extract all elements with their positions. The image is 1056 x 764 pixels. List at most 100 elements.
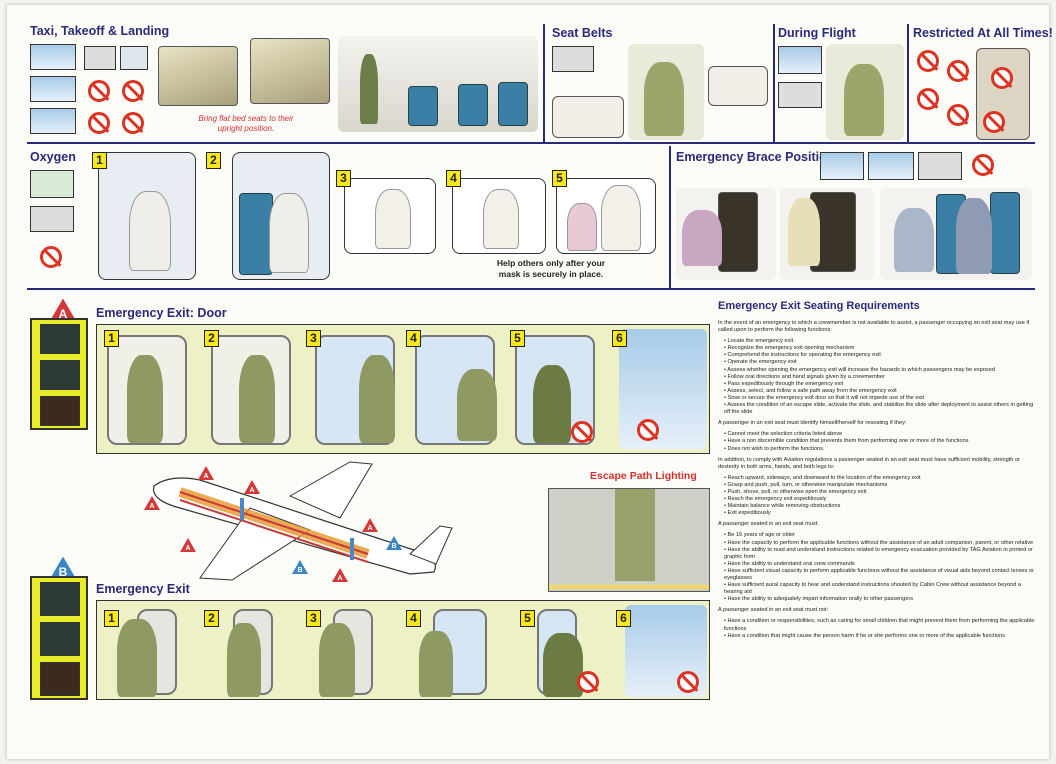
- svg-text:B: B: [297, 567, 302, 574]
- brace-position-1-illustration: [676, 188, 776, 280]
- oxygen-step-3-illustration: [344, 178, 436, 254]
- upright-seat-illustration: [250, 38, 330, 104]
- flat-bed-seat-illustration: [158, 46, 238, 106]
- no-device-icon: [917, 88, 939, 110]
- seatbelt-icon: [30, 206, 74, 232]
- requirement-item: Have sufficient aural capacity to hear a…: [724, 582, 1036, 596]
- step-badge: 3: [306, 330, 321, 347]
- must-list: Be 16 years of age or olderHave the capa…: [724, 532, 1036, 603]
- requirement-item: Reach upward, sideways, and downward to …: [724, 475, 1036, 482]
- requirement-item: Push, shove, pull, or otherwise open the…: [724, 489, 1036, 496]
- svg-text:A: A: [203, 473, 208, 480]
- step-badge: 1: [104, 610, 119, 627]
- svg-text:A: A: [185, 545, 190, 552]
- divider: [27, 288, 1035, 290]
- identify-list: Cannot meet the selection criteria liste…: [724, 431, 1036, 452]
- reading-passenger-illustration: [826, 44, 904, 140]
- svg-text:A: A: [367, 525, 372, 532]
- exit-door-steps-panel: [96, 324, 710, 454]
- section-title-taxi: Taxi, Takeoff & Landing: [30, 24, 170, 38]
- requirement-item: Follow oral directions and hand signals …: [724, 374, 1036, 381]
- requirement-item: Exit expeditiously: [724, 510, 1036, 517]
- no-electronics-icon: [88, 80, 110, 102]
- oxygen-step-1-illustration: [98, 152, 196, 280]
- divider: [669, 146, 671, 288]
- requirement-item: Have a condition that might cause the pe…: [724, 633, 1036, 640]
- requirements-intro: In the event of an emergency in which a …: [718, 320, 1030, 334]
- seatbelt-icon: [552, 46, 594, 72]
- seatbelt-icon: [778, 82, 822, 108]
- requirements-title: Emergency Exit Seating Requirements: [718, 300, 920, 312]
- section-title-brace: Emergency Brace Positions: [676, 150, 842, 164]
- step-badge: 2: [204, 330, 219, 347]
- mustnot-list: Have a condition or responsibilities, su…: [724, 618, 1036, 639]
- brace-position-3-illustration: [880, 188, 1032, 280]
- oxygen-step-4-illustration: [452, 178, 546, 254]
- requirement-item: Does not wish to perform the functions.: [724, 446, 1036, 453]
- svg-text:A: A: [249, 487, 254, 494]
- requirement-item: Comprehend the instructions for operatin…: [724, 352, 1036, 359]
- section-title-during-flight: During Flight: [778, 26, 856, 40]
- svg-text:A: A: [337, 575, 342, 582]
- seated-passenger-illustration: [628, 44, 704, 140]
- section-title-escape-lighting: Escape Path Lighting: [590, 470, 697, 482]
- mustnot-intro: A passenger seated in an exit seat must …: [718, 607, 829, 614]
- descent-icon: [820, 152, 864, 180]
- in-flight-icon: [778, 46, 822, 74]
- requirement-item: Have a non discernible condition that pr…: [724, 438, 1036, 445]
- must-intro: A passenger seated in an exit seat must:: [718, 521, 819, 528]
- no-heels-icon: [972, 154, 994, 176]
- requirement-item: Assess, select, and follow a safe path a…: [724, 388, 1036, 395]
- no-battery-icon: [947, 104, 969, 126]
- requirement-item: Be 16 years of age or older: [724, 532, 1036, 539]
- no-bag-icon: [88, 112, 110, 134]
- aircraft-exit-diagram: A A A A A A B B: [144, 461, 453, 582]
- requirement-item: Assess the condition of an escape slide,…: [724, 402, 1036, 416]
- requirement-item: Grasp and push, pull, turn, or otherwise…: [724, 482, 1036, 489]
- requirement-item: Locate the emergency exit: [724, 338, 1036, 345]
- svg-text:B: B: [391, 543, 396, 550]
- functions-list: Locate the emergency exitRecognize the e…: [724, 338, 1036, 416]
- exit-a-icon-strip: [30, 318, 88, 430]
- step-badge: 6: [616, 610, 631, 627]
- step-badge: 4: [406, 330, 421, 347]
- oxygen-step-5-illustration: [556, 178, 656, 254]
- no-phone-icon: [122, 112, 144, 134]
- step-badge: 4: [446, 170, 461, 187]
- oxygen-mask-icon: [30, 170, 74, 198]
- takeoff-icon: [30, 76, 76, 102]
- release-belt-illustration: [708, 66, 768, 106]
- no-smoking-icon: [917, 50, 939, 72]
- taxi-caption: Bring flat bed seats to their upright po…: [198, 114, 294, 133]
- requirement-item: Cannot meet the selection criteria liste…: [724, 431, 1036, 438]
- no-smoking-icon: [40, 246, 62, 268]
- oxygen-step-2-illustration: [232, 152, 330, 280]
- step-badge: 1: [104, 330, 119, 347]
- requirement-item: Have the capacity to perform the applica…: [724, 540, 1036, 547]
- requirement-item: Have sufficient visual capacity to perfo…: [724, 568, 1036, 582]
- section-title-oxygen: Oxygen: [30, 150, 76, 164]
- no-tray-icon: [122, 80, 144, 102]
- seatbelt-icon: [84, 46, 116, 70]
- landing-icon: [30, 108, 76, 134]
- divider: [27, 142, 1035, 144]
- step-badge: 5: [552, 170, 567, 187]
- divider: [543, 24, 545, 142]
- seat-upright-icon: [120, 46, 148, 70]
- requirements-text: In the event of an emergency in which a …: [718, 320, 1036, 644]
- taxi-icon: [30, 44, 76, 70]
- requirement-item: Stow or secure the emergency exit door s…: [724, 395, 1036, 402]
- fasten-belt-illustration: [552, 96, 624, 138]
- exit-b-icon-strip: [30, 576, 88, 700]
- step-badge: 5: [510, 330, 525, 347]
- requirement-item: Have the ability to adequately impart in…: [724, 596, 1036, 603]
- step-badge: 6: [612, 330, 627, 347]
- requirement-item: Have the ability to understand oral crew…: [724, 561, 1036, 568]
- step-badge: 2: [206, 152, 221, 169]
- escape-path-lighting-illustration: [548, 488, 710, 592]
- requirement-item: Reach the emergency exit expeditiously: [724, 496, 1036, 503]
- ability-intro: In addition, to comply with Aviation reg…: [718, 456, 1020, 470]
- step-badge: 3: [336, 170, 351, 187]
- step-badge: 4: [406, 610, 421, 627]
- section-title-exit-door: Emergency Exit: Door: [96, 306, 227, 320]
